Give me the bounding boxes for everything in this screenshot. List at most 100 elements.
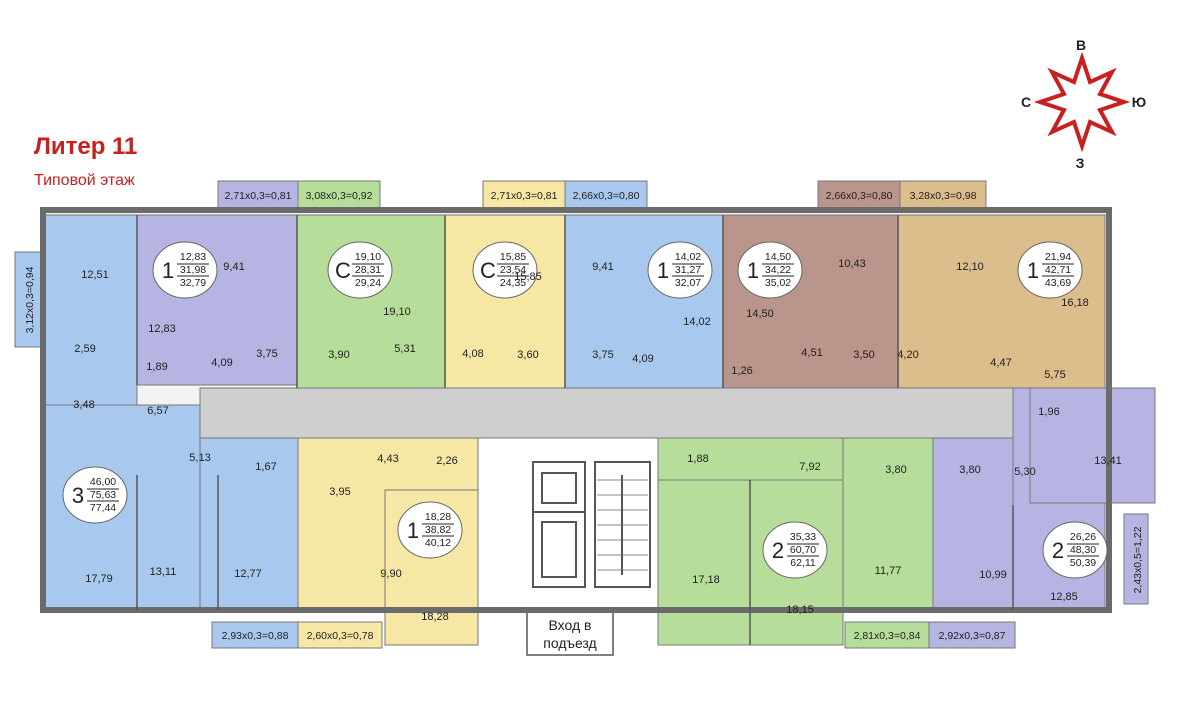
room-area: 5,75 xyxy=(1044,369,1065,381)
apartment-badge-circle xyxy=(152,241,218,299)
apartment-badge-circle xyxy=(1042,521,1108,579)
balcony-label: 3,12x0,3=0,94 xyxy=(24,266,36,333)
room-area: 12,10 xyxy=(956,261,984,273)
apartment-living-area: 14,50 xyxy=(765,251,791,263)
elevator-car xyxy=(541,521,577,578)
apartment-total-area: 75,63 xyxy=(90,489,116,501)
room-area: 4,09 xyxy=(211,357,232,369)
apartment-zone-purple xyxy=(136,214,298,386)
compass-east-label: Ю xyxy=(1132,94,1146,110)
apartment-rooms: 1 xyxy=(1027,258,1039,283)
apartment-living-area: 35,33 xyxy=(790,531,816,543)
apartment-total-area: 38,82 xyxy=(425,524,451,536)
apartment-rooms: 2 xyxy=(772,538,784,563)
room-area: 18,15 xyxy=(786,604,814,616)
balcony-label: 3,28x0,3=0,98 xyxy=(910,190,977,202)
apartment-zone-blue xyxy=(44,214,138,406)
room-area: 15,85 xyxy=(514,271,542,283)
apartment-living-area: 18,28 xyxy=(425,511,451,523)
room-area: 12,85 xyxy=(1050,591,1078,603)
apartment-total-with-balcony: 32,79 xyxy=(180,277,206,289)
apartment-zone-purple xyxy=(932,437,1014,611)
balcony xyxy=(928,621,1016,649)
plan-subtitle: Типовой этаж xyxy=(34,172,135,189)
balcony xyxy=(217,180,299,209)
apartment-zone-green xyxy=(842,437,934,611)
balcony-label: 3,08x0,3=0,92 xyxy=(306,190,373,202)
elevator-shaft xyxy=(532,461,586,513)
room-area: 10,43 xyxy=(838,258,866,270)
apartment-total-area: 28,31 xyxy=(355,264,381,276)
apartment-total-with-balcony: 43,69 xyxy=(1045,277,1071,289)
balcony xyxy=(817,180,901,209)
compass-rose-icon xyxy=(1033,51,1131,153)
apartment-badge-circle xyxy=(647,241,713,299)
balcony xyxy=(1123,513,1149,605)
room-area: 19,10 xyxy=(383,306,411,318)
room-area: 12,51 xyxy=(81,269,109,281)
room-area: 4,20 xyxy=(897,349,918,361)
apartment-total-area: 23,54 xyxy=(500,264,526,276)
apartment-zone-yellow xyxy=(444,214,566,389)
room-area: 3,75 xyxy=(592,349,613,361)
entrance-label-line2: подъезд xyxy=(543,635,596,651)
room-area: 4,08 xyxy=(462,348,483,360)
apartment-living-area: 21,94 xyxy=(1045,251,1071,263)
apartment-total-with-balcony: 50,39 xyxy=(1070,557,1096,569)
apartment-total-area: 42,71 xyxy=(1045,264,1071,276)
room-area: 9,41 xyxy=(592,261,613,273)
apartment-total-area: 31,27 xyxy=(675,264,701,276)
room-area: 3,75 xyxy=(256,348,277,360)
apartment-total-with-balcony: 40,12 xyxy=(425,537,451,549)
compass-west-label: С xyxy=(1021,94,1031,110)
room-area: 1,96 xyxy=(1038,406,1059,418)
apartment-rooms: 1 xyxy=(747,258,759,283)
balcony-label: 2,66x0,3=0,80 xyxy=(573,190,640,202)
entrance-label-line1: Вход в xyxy=(549,617,592,633)
apartment-total-area: 31,98 xyxy=(180,264,206,276)
room-area: 16,18 xyxy=(1061,297,1089,309)
room-area: 5,13 xyxy=(189,452,210,464)
room-area: 12,83 xyxy=(148,323,176,335)
corridor xyxy=(199,387,1031,439)
room-area: 3,48 xyxy=(73,399,94,411)
apartment-zone-blue xyxy=(199,437,299,611)
balcony-label: 2,66x0,3=0,80 xyxy=(826,190,893,202)
apartment-rooms: 3 xyxy=(72,483,84,508)
room-area: 11,77 xyxy=(875,565,902,577)
compass-north-label: В xyxy=(1076,37,1086,53)
apartment-total-with-balcony: 32,07 xyxy=(675,277,701,289)
apartment-badge-circle xyxy=(737,241,803,299)
stairwell xyxy=(532,461,651,588)
apartment-living-area: 15,85 xyxy=(500,251,526,263)
room-area: 9,90 xyxy=(380,568,401,580)
balcony-label: 2,60x0,3=0,78 xyxy=(307,630,374,642)
apartment-badge-circle xyxy=(1017,241,1083,299)
apartment-zone-green xyxy=(296,214,446,389)
room-area: 7,92 xyxy=(799,461,820,473)
room-area: 5,31 xyxy=(394,343,415,355)
apartment-badge-circle xyxy=(327,241,393,299)
balcony xyxy=(211,621,299,649)
apartment-rooms: С xyxy=(335,258,351,283)
apartment-badge-circle xyxy=(62,466,128,524)
room-area: 17,79 xyxy=(85,573,113,585)
balcony xyxy=(899,180,987,209)
room-area: 12,77 xyxy=(234,568,262,580)
compass-south-label: З xyxy=(1076,155,1085,171)
room-area: 1,26 xyxy=(731,365,752,377)
apartment-total-with-balcony: 29,24 xyxy=(355,277,381,289)
apartment-living-area: 46,00 xyxy=(90,476,116,488)
